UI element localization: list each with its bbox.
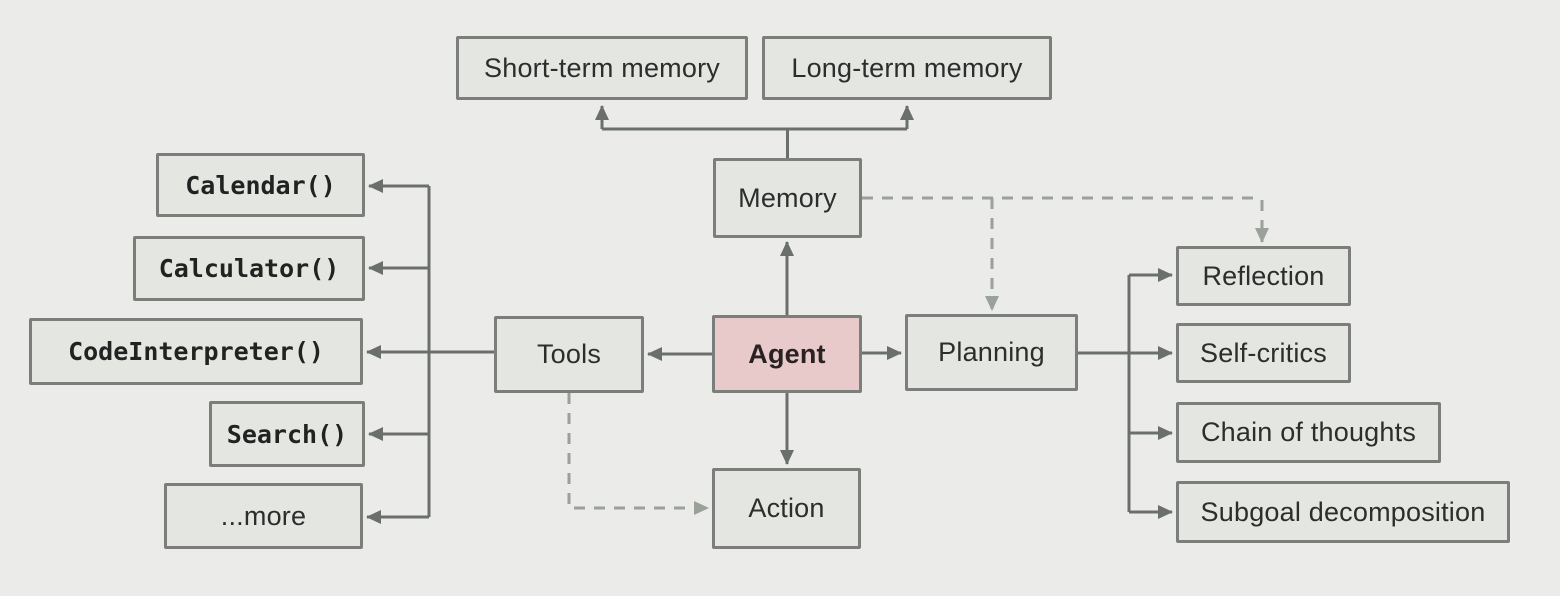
node-tools: Tools [494, 316, 644, 393]
node-short-term-memory: Short-term memory [456, 36, 748, 100]
connector-tools-dashed-to-action [567, 393, 709, 515]
node-search: Search() [209, 401, 365, 467]
node-agent: Agent [712, 315, 862, 393]
node-memory: Memory [713, 158, 862, 238]
node-calendar: Calendar() [156, 153, 365, 217]
node-code-interpreter: CodeInterpreter() [29, 318, 363, 385]
node-planning: Planning [905, 314, 1078, 391]
node-calculator: Calculator() [133, 236, 365, 301]
node-more: ...more [164, 483, 363, 549]
node-reflection: Reflection [1176, 246, 1351, 306]
node-self-critics: Self-critics [1176, 323, 1351, 383]
node-action: Action [712, 468, 861, 549]
node-subgoal-decomposition: Subgoal decomposition [1176, 481, 1510, 543]
node-long-term-memory: Long-term memory [762, 36, 1052, 100]
node-chain-of-thoughts: Chain of thoughts [1176, 402, 1441, 463]
